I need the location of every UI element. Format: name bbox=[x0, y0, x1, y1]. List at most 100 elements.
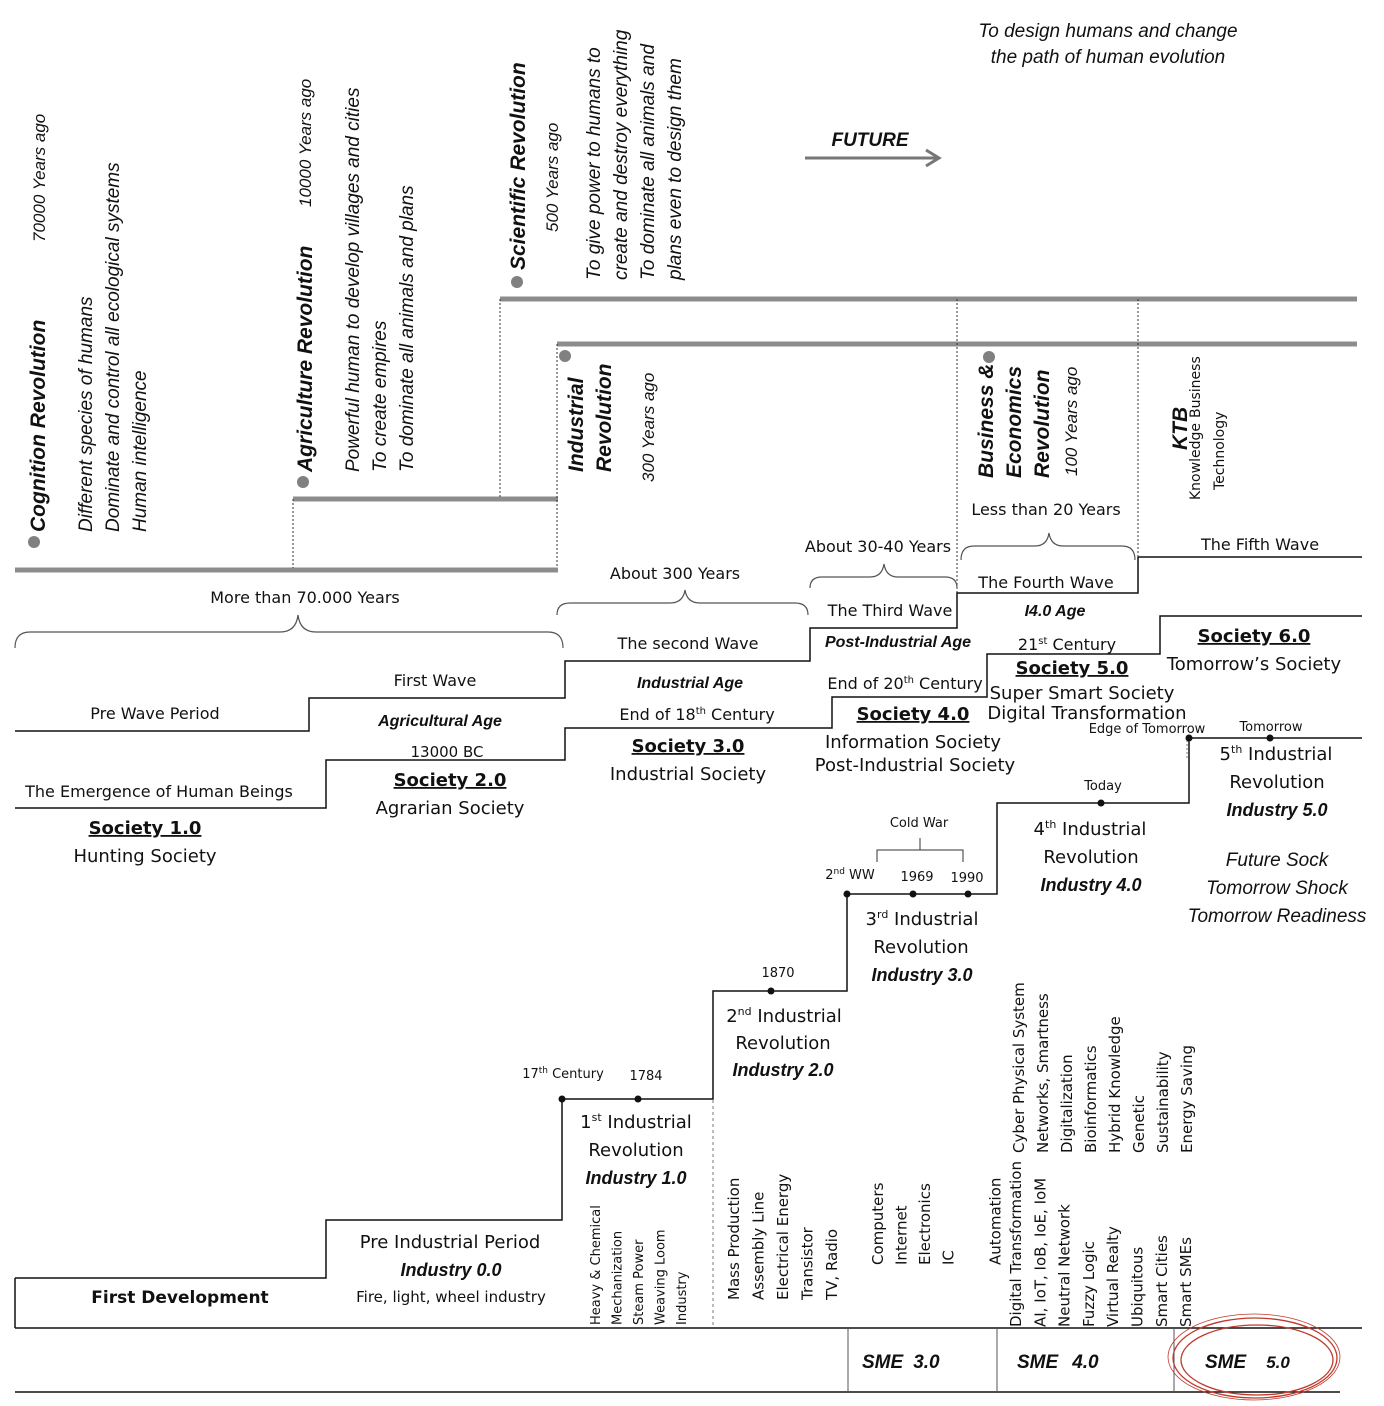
cognition-title: Cognition Revolution bbox=[27, 320, 50, 532]
wave-pre: Pre Wave Period bbox=[90, 704, 219, 723]
s5-step: 21st Century bbox=[1018, 635, 1116, 654]
s5-sub-1: Super Smart Society bbox=[990, 683, 1175, 704]
tech-item: Industry bbox=[675, 1271, 690, 1325]
label-1969: 1969 bbox=[900, 870, 933, 885]
wave-fourth: The Fourth Wave bbox=[977, 573, 1113, 592]
revolution-lines bbox=[15, 276, 1357, 595]
brace-300 bbox=[556, 589, 809, 616]
i1-line1: 1st Industrial bbox=[580, 1111, 692, 1133]
tech-item: Assembly Line bbox=[750, 1192, 768, 1300]
future-label: FUTURE bbox=[831, 130, 909, 151]
tech-item: Electronics bbox=[916, 1183, 934, 1265]
business-revolution: Business & Economics Revolution bbox=[975, 364, 1054, 478]
cognition-desc-3: Human intelligence bbox=[130, 370, 151, 532]
scientific-dot bbox=[511, 276, 523, 288]
scientific-desc-group: To give power to humans to create and de… bbox=[584, 29, 686, 281]
ktb-knowledge: Knowledge bbox=[1188, 423, 1204, 500]
s1-step: The Emergence of Human Beings bbox=[24, 782, 293, 801]
i4-line2: Revolution bbox=[1043, 847, 1138, 868]
s2-name: Society 2.0 bbox=[394, 770, 507, 791]
wave-first-age: Agricultural Age bbox=[377, 713, 502, 730]
label-1990: 1990 bbox=[950, 871, 983, 886]
business-ago: 100 Years ago bbox=[1062, 367, 1081, 476]
future-arrow-icon bbox=[805, 148, 942, 168]
label-1784: 1784 bbox=[629, 1069, 662, 1084]
agriculture-desc-3: To dominate all animals and plans bbox=[397, 185, 418, 472]
wave-first: First Wave bbox=[394, 671, 477, 690]
tech-item: Cyber Physical System bbox=[1010, 982, 1028, 1153]
dot-1784 bbox=[634, 1095, 642, 1103]
label-tomorrow: Tomorrow bbox=[1238, 720, 1302, 735]
tech-item: Internet bbox=[893, 1205, 911, 1265]
tech-item: TV, Radio bbox=[823, 1229, 841, 1301]
scientific-revolution: Scientific Revolution bbox=[507, 62, 530, 270]
period-300: About 300 Years bbox=[610, 564, 740, 583]
business-title-1: Business & bbox=[975, 364, 998, 478]
business-dot bbox=[983, 351, 995, 363]
sme5-highlight-circle bbox=[1167, 1313, 1341, 1401]
s2-sub: Agrarian Society bbox=[376, 798, 525, 819]
i0-line2: Industry 0.0 bbox=[400, 1260, 501, 1280]
ktb-knowledge-group: Knowledge bbox=[1188, 423, 1204, 500]
agriculture-desc-1: Powerful human to develop villages and c… bbox=[343, 87, 364, 472]
tech-item: Hybrid Knowledge bbox=[1106, 1016, 1124, 1153]
tech-item: Neutral Network bbox=[1056, 1204, 1074, 1327]
label-1870: 1870 bbox=[761, 966, 794, 981]
s6-name: Society 6.0 bbox=[1198, 626, 1311, 647]
first-development: First Development bbox=[91, 1288, 268, 1308]
business-title-2: Economics bbox=[1003, 366, 1026, 478]
i4-line1: 4th Industrial bbox=[1034, 818, 1147, 840]
wave-fourth-age: I4.0 Age bbox=[1025, 603, 1086, 620]
label-ww2: 2nd WW bbox=[825, 867, 875, 883]
i2-line2: Revolution bbox=[735, 1033, 830, 1054]
s3-sub: Industrial Society bbox=[610, 764, 767, 785]
industrial-revolution: Industrial Revolution bbox=[565, 364, 616, 473]
label-cold-war: Cold War bbox=[890, 816, 949, 831]
waves-staircase bbox=[15, 556, 1362, 732]
cognition-revolution: Cognition Revolution 70000 Years ago Dif… bbox=[27, 114, 151, 532]
dot-edge bbox=[1185, 734, 1193, 742]
s4-sub-1: Information Society bbox=[825, 732, 1001, 753]
ktb-technology: Technology bbox=[1212, 412, 1228, 491]
dot-1870 bbox=[767, 987, 775, 995]
dot-1990 bbox=[964, 890, 972, 898]
i0-line1: Pre Industrial Period bbox=[360, 1232, 541, 1253]
s3-name: Society 3.0 bbox=[632, 736, 745, 757]
cold-war-bracket bbox=[876, 838, 964, 862]
s4-name: Society 4.0 bbox=[857, 704, 970, 725]
wave-third: The Third Wave bbox=[827, 601, 953, 620]
brace-20 bbox=[960, 532, 1136, 561]
s2-step: 13000 BC bbox=[411, 743, 484, 761]
tech-item: Mass Production bbox=[725, 1178, 743, 1300]
tech-item: Heavy & Chemical bbox=[589, 1205, 604, 1325]
cognition-ago: 70000 Years ago bbox=[30, 114, 49, 242]
s5-sub-2: Digital Transformation bbox=[987, 703, 1186, 724]
tech-item: Computers bbox=[869, 1182, 887, 1265]
business-title-3: Revolution bbox=[1031, 370, 1054, 479]
dot-today bbox=[1097, 799, 1105, 807]
i4-line3: Industry 4.0 bbox=[1040, 875, 1141, 895]
cognition-dot bbox=[28, 536, 40, 548]
ktb-group: KTB bbox=[1169, 407, 1192, 450]
tech-item: Virtual Realty bbox=[1104, 1226, 1122, 1327]
dot-17th bbox=[558, 1095, 566, 1103]
period-20: Less than 20 Years bbox=[971, 500, 1120, 519]
industrial-title-1: Industrial bbox=[565, 376, 588, 472]
wave-second: The second Wave bbox=[617, 634, 759, 653]
future-shock-3: Tomorrow Readiness bbox=[1188, 906, 1367, 927]
tech-item: Weaving Loom bbox=[654, 1229, 669, 1325]
dot-ww2 bbox=[843, 890, 851, 898]
s3-step: End of 18th Century bbox=[619, 705, 774, 724]
cognition-desc-2: Dominate and control all ecological syst… bbox=[103, 162, 124, 532]
tech-item: Mechanization bbox=[611, 1231, 626, 1325]
i3-line2: Revolution bbox=[873, 937, 968, 958]
scientific-desc-4: plans even to design them bbox=[665, 58, 686, 281]
tech-item: Sustainability bbox=[1154, 1051, 1172, 1153]
s1-name: Society 1.0 bbox=[89, 818, 202, 839]
ktb-title: KTB bbox=[1169, 407, 1192, 450]
